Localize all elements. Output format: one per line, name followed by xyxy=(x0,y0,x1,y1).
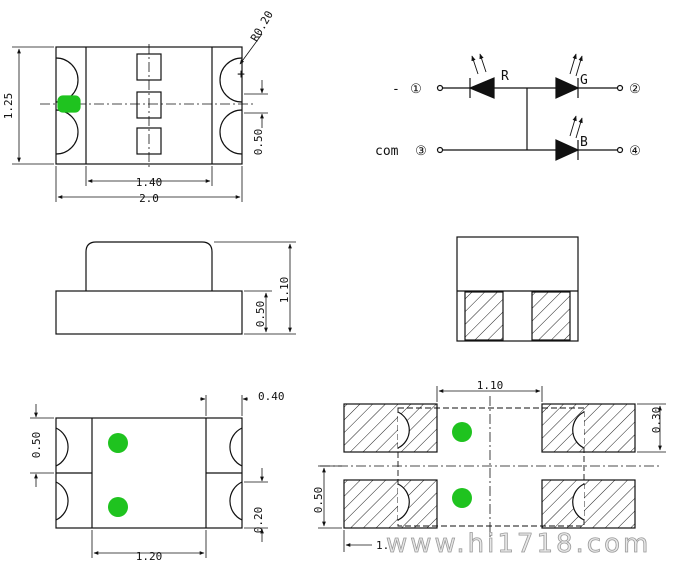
footprint-pad-tl xyxy=(343,403,438,453)
dim-footprint-pitch-label: 0.50 xyxy=(312,487,325,514)
footprint-castellation-rb xyxy=(572,483,585,521)
plus-mark: + xyxy=(237,67,245,82)
led-r-label: R xyxy=(501,69,509,84)
bottom-castellation-rt xyxy=(229,427,243,467)
bottom-view xyxy=(30,395,268,558)
side-base xyxy=(55,290,243,335)
dim-inner-width-label: 1.40 xyxy=(136,176,163,189)
schematic xyxy=(436,53,624,161)
footprint-package-outline xyxy=(397,407,585,527)
dim-width-label: 2.0 xyxy=(139,192,159,205)
footprint-castellation-lt xyxy=(397,411,410,449)
footprint xyxy=(318,386,666,552)
led-b-triangle xyxy=(555,139,580,161)
pin2-label: ② xyxy=(629,82,641,97)
end-pad-left xyxy=(464,291,504,341)
pin1-terminal xyxy=(436,84,444,92)
top-view xyxy=(12,33,268,202)
dim-footprint-gap-label: 1.10 xyxy=(477,379,504,392)
end-body xyxy=(456,236,579,342)
watermark: www.hi1718.com xyxy=(386,529,651,559)
led-g-label: G xyxy=(580,73,588,88)
footprint-dot-bottom xyxy=(452,488,472,508)
dim-height-label: 1.25 xyxy=(2,93,15,120)
castellation-right-top xyxy=(219,57,243,103)
bottom-dot-bottom xyxy=(108,497,128,517)
dim-footprint-partial-label: 1. xyxy=(376,539,389,552)
footprint-pad-br xyxy=(541,479,636,529)
dim-radius-label: R0.20 xyxy=(248,9,276,44)
side-view xyxy=(55,241,296,335)
side-dome xyxy=(85,241,213,291)
pin2-terminal xyxy=(616,84,624,92)
dim-pad-height-label: 0.20 xyxy=(252,507,265,534)
dim-footprint-pad-label: 0.30 xyxy=(650,407,663,434)
pin4-label: ④ xyxy=(629,144,641,159)
footprint-castellation-lb xyxy=(397,483,410,521)
led-r-triangle xyxy=(468,77,495,99)
dim-pad-width-label: 0.40 xyxy=(258,390,285,403)
footprint-castellation-rt xyxy=(572,411,585,449)
footprint-pad-tr xyxy=(541,403,636,453)
bottom-castellation-rb xyxy=(229,481,243,521)
dim-side-base-label: 0.50 xyxy=(254,301,267,328)
pin1-label: ① xyxy=(410,82,422,97)
end-pad-right xyxy=(531,291,571,341)
bottom-dot-top xyxy=(108,433,128,453)
com-label: com xyxy=(375,144,399,159)
castellation-right-bottom xyxy=(219,109,243,155)
led-b-label: B xyxy=(580,135,588,150)
bottom-castellation-lt xyxy=(55,427,69,467)
pin3-terminal xyxy=(436,146,444,154)
footprint-dot-top xyxy=(452,422,472,442)
led-g-triangle xyxy=(555,77,580,99)
dim-side-total-label: 1.10 xyxy=(278,277,291,304)
bottom-castellation-lb xyxy=(55,481,69,521)
dim-pitch-label: 0.50 xyxy=(252,129,265,156)
pin3-label: ③ xyxy=(415,144,427,159)
footprint-pad-bl xyxy=(343,479,438,529)
minus-label: - xyxy=(392,82,400,97)
castellation-left-bottom xyxy=(55,109,79,155)
polarity-marker xyxy=(57,95,81,113)
pin4-terminal xyxy=(616,146,624,154)
end-view xyxy=(456,236,579,342)
dim-bottom-width-label: 1.20 xyxy=(136,550,163,563)
dim-bottom-pitch-label: 0.50 xyxy=(30,432,43,459)
